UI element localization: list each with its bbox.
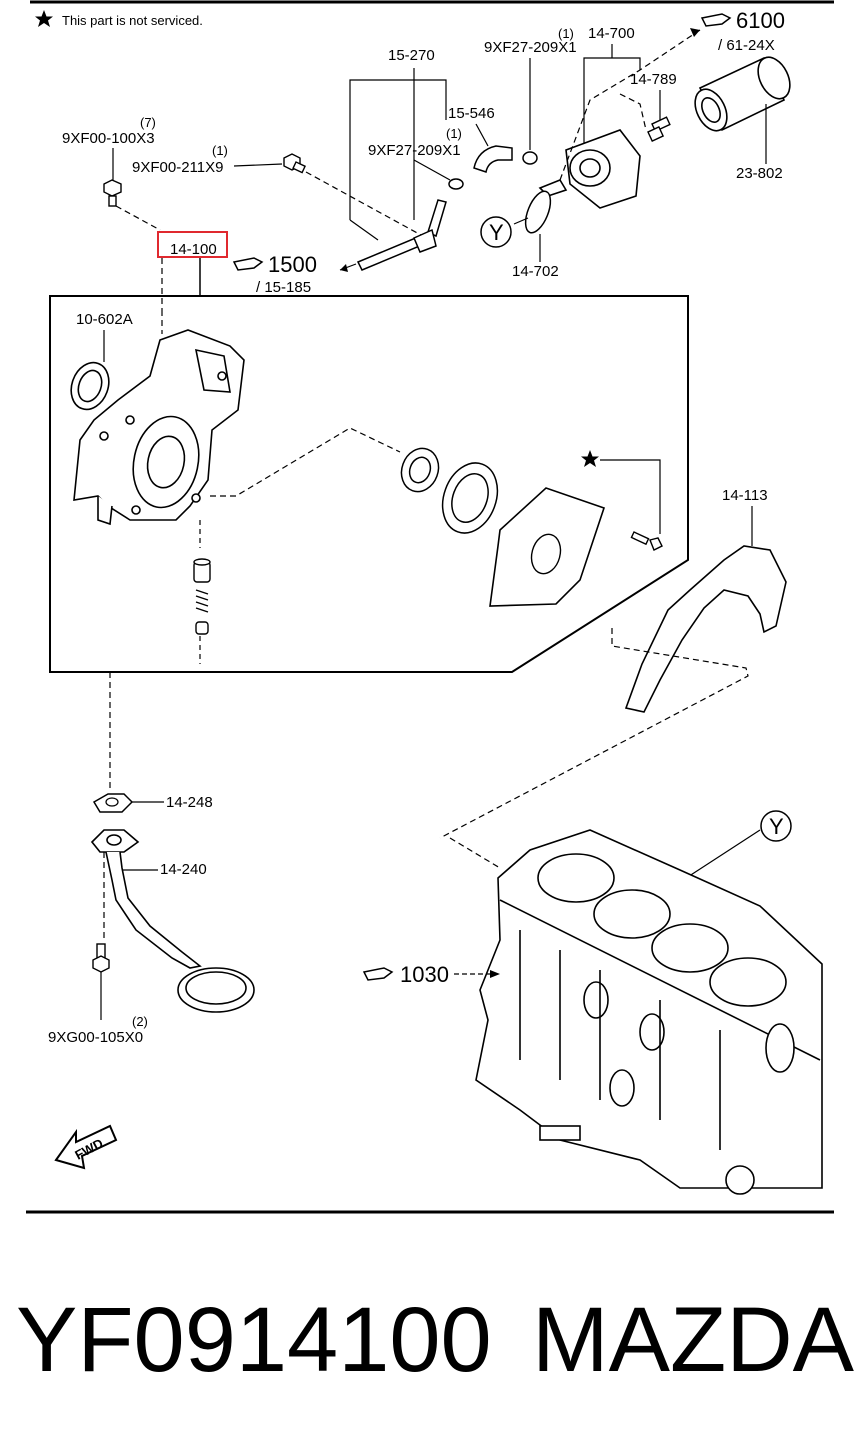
- ref-circle-y-top: [480, 216, 512, 248]
- oil-pump-assembly-frame: [49, 295, 689, 673]
- label-9xg00-105x0-qty: (2): [132, 1014, 148, 1029]
- clip-left: [448, 178, 464, 190]
- clip-right: [522, 151, 538, 165]
- label-14-702: 14-702: [512, 263, 559, 280]
- highlight-box-14-100: [157, 231, 228, 258]
- label-9xf00-100x3: 9XF00-100X3: [62, 130, 155, 147]
- label-9xf00-211x9-qty: (1): [212, 143, 228, 158]
- label-14-700: 14-700: [588, 25, 635, 42]
- label-y-top: Y: [489, 220, 504, 245]
- label-9xf00-100x3-qty: (7): [140, 115, 156, 130]
- ref-pointer-icon-1030: [362, 967, 394, 981]
- ref-pointer-icon-6100: [700, 13, 732, 27]
- oil-strainer-14-240: [90, 829, 255, 1013]
- ref-circle-y-block: [760, 810, 792, 842]
- label-9xf27-209x1-right: 9XF27-209X1: [484, 39, 577, 56]
- engine-block-1030: [475, 829, 823, 1195]
- label-14-700-qty: (1): [558, 26, 574, 41]
- label-14-789: 14-789: [630, 71, 677, 88]
- label-9xf27-209x1-left-qty: (1): [446, 126, 462, 141]
- label-14-248: 14-248: [166, 794, 213, 811]
- star-icon: [35, 10, 53, 27]
- label-15-546: 15-546: [448, 105, 495, 122]
- ref-pointer-icon-1500: [232, 257, 264, 271]
- label-14-100: 14-100: [170, 241, 217, 258]
- oil-filter-23-802: [694, 56, 791, 132]
- fwd-arrow-icon: FWD: [54, 1124, 118, 1170]
- star-icon-screw: [581, 450, 599, 467]
- label-9xf00-211x9: 9XF00-211X9: [132, 159, 223, 176]
- label-14-240: 14-240: [160, 861, 207, 878]
- footer: YF0914100 MAZDA: [0, 1290, 864, 1400]
- label-14-113: 14-113: [722, 487, 768, 504]
- outer-rotor: [441, 462, 499, 534]
- brand-name: MAZDA: [532, 1289, 854, 1391]
- gasket-14-113: [624, 545, 787, 713]
- label-61-24x: / 61-24X: [718, 37, 775, 54]
- not-serviced-note: This part is not serviced.: [62, 13, 203, 28]
- water-pipe-15-270: [356, 199, 447, 271]
- parts-diagram: This part is not serviced. (7) 9XF00-100…: [26, 0, 834, 1214]
- label-15-185: / 15-185: [256, 279, 311, 296]
- label-1030: 1030: [400, 962, 449, 987]
- screw-not-serviced: [630, 531, 663, 551]
- fwd-label: FWD: [72, 1136, 105, 1163]
- bolt-9xf00-100x3: [103, 179, 122, 207]
- label-6100: 6100: [736, 8, 785, 33]
- label-23-802: 23-802: [736, 165, 783, 182]
- bolt-9xf00-211x9: [283, 153, 306, 174]
- label-10-602a: 10-602A: [76, 311, 133, 328]
- inner-rotor: [400, 447, 440, 493]
- label-9xf27-209x1-left: 9XF27-209X1: [368, 142, 461, 159]
- relief-valve: [193, 558, 211, 635]
- hose-15-546: [473, 145, 513, 173]
- bolt-9xg00-105x0: [92, 943, 110, 973]
- label-15-270: 15-270: [388, 47, 435, 64]
- nipple-14-789: [647, 116, 671, 142]
- oil-cooler-14-700: [538, 129, 641, 209]
- oil-pump-body-14-100: [73, 329, 245, 526]
- label-1500: 1500: [268, 252, 317, 277]
- label-y-block: Y: [769, 814, 784, 839]
- o-ring-14-702: [524, 190, 552, 234]
- oil-seal-10-602a: [70, 361, 110, 411]
- part-number: YF0914100: [16, 1289, 492, 1391]
- label-9xg00-105x0: 9XG00-105X0: [48, 1029, 143, 1046]
